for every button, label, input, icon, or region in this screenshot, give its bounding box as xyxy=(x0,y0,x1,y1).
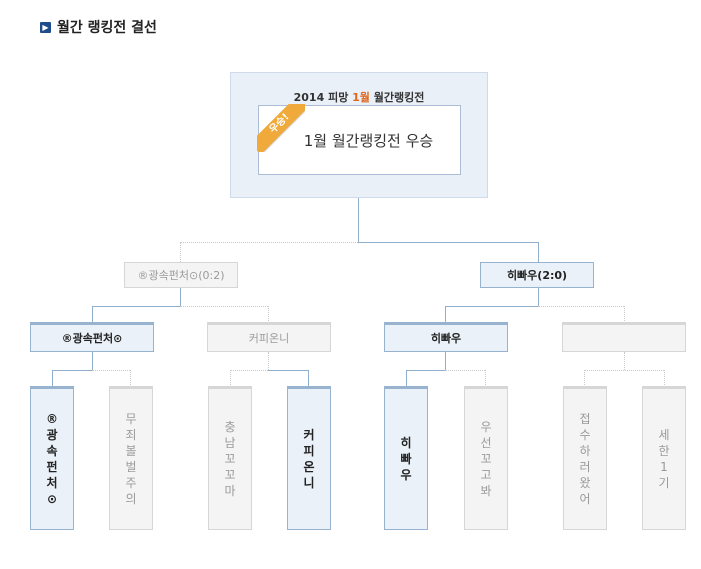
connector-line xyxy=(406,370,445,371)
section-title-text: 월간 랭킹전 결선 xyxy=(57,20,157,36)
connector-line xyxy=(230,370,231,387)
vertical-name-char: ® xyxy=(46,412,58,426)
vertical-name-char: 충 xyxy=(224,420,236,434)
connector-line xyxy=(406,370,407,387)
vertical-name-char: 꼬 xyxy=(224,452,236,466)
vertical-name-char: 접 xyxy=(579,412,591,426)
final-left-node[interactable]: ®광속펀처⊙(0:2) xyxy=(124,262,238,288)
section-title: ▶ 월간 랭킹전 결선 xyxy=(40,17,157,37)
vertical-name-char: 온 xyxy=(303,460,315,474)
connector-line xyxy=(52,370,92,371)
vertical-name-char: 왔 xyxy=(579,476,591,490)
connector-line xyxy=(130,370,131,387)
vertical-name-char: 한 xyxy=(658,444,670,458)
connector-line xyxy=(538,288,539,306)
champion-box: 우승! 1월 월간랭킹전 우승 xyxy=(257,104,461,175)
vertical-name-char: 1 xyxy=(660,460,668,474)
vertical-name-char: 우 xyxy=(400,468,412,482)
vertical-name-char: 처 xyxy=(46,476,58,490)
connector-line xyxy=(268,352,269,370)
vertical-name-char: 주 xyxy=(125,476,137,490)
vertical-name-char: 피 xyxy=(303,444,315,458)
semi-node-1[interactable]: ®광속펀처⊙ xyxy=(30,322,154,352)
vertical-name-char: 고 xyxy=(480,468,492,482)
connector-line xyxy=(52,370,53,387)
champion-panel: 2014 피망 1월 월간랭킹전 우승! 1월 월간랭킹전 우승 xyxy=(230,72,488,198)
vertical-name-char: 세 xyxy=(658,428,670,442)
semi-node-2[interactable]: 커피온니 xyxy=(207,322,331,352)
vertical-name-char: 봐 xyxy=(480,484,492,498)
arrow-bullet-icon: ▶ xyxy=(40,21,51,33)
connector-line xyxy=(624,306,625,323)
connector-line xyxy=(485,370,486,387)
vertical-name-char: 광 xyxy=(46,428,58,442)
connector-line xyxy=(445,352,446,370)
vertical-name-char: 의 xyxy=(125,492,137,506)
connector-line xyxy=(624,352,625,370)
champion-header-month: 1월 xyxy=(352,91,370,104)
connector-line xyxy=(268,370,308,371)
final-right-node[interactable]: 히빠우(2:0) xyxy=(480,262,594,288)
champion-header-prefix: 2014 피망 xyxy=(293,91,353,104)
connector-line xyxy=(92,306,180,307)
vertical-name-char: 속 xyxy=(46,444,58,458)
connector-line xyxy=(268,306,269,323)
semi-node-3[interactable]: 히빠우 xyxy=(384,322,508,352)
vertical-name-char: 볼 xyxy=(125,444,137,458)
connector-line xyxy=(230,370,268,371)
vertical-name-char: 우 xyxy=(480,420,492,434)
vertical-name-char: 니 xyxy=(303,476,315,490)
connector-line xyxy=(92,352,93,370)
connector-line xyxy=(308,370,309,387)
connector-line xyxy=(445,306,538,307)
vertical-name-char: 러 xyxy=(579,460,591,474)
connector-line xyxy=(584,370,664,371)
connector-line xyxy=(180,242,358,243)
vertical-name-char: ⊙ xyxy=(46,492,58,506)
champion-header: 2014 피망 1월 월간랭킹전 xyxy=(231,89,487,105)
connector-line xyxy=(538,306,624,307)
vertical-name-char: 선 xyxy=(480,436,492,450)
connector-line xyxy=(445,370,485,371)
vertical-name-char: 펀 xyxy=(46,460,58,474)
vertical-name-char: 무 xyxy=(125,412,137,426)
vertical-name-char: 커 xyxy=(303,428,315,442)
vertical-name-char: 꼬 xyxy=(224,468,236,482)
vertical-name-char: 수 xyxy=(579,428,591,442)
connector-line xyxy=(92,306,93,323)
connector-line xyxy=(180,288,181,306)
connector-line xyxy=(664,370,665,387)
champion-title: 1월 월간랭킹전 우승 xyxy=(303,131,434,150)
vertical-name-char: 마 xyxy=(224,484,236,498)
vertical-name-char: 기 xyxy=(658,476,670,490)
vertical-name-char: 벌 xyxy=(125,460,137,474)
semi-node-4[interactable] xyxy=(562,322,686,352)
connector-line xyxy=(358,198,359,243)
connector-line xyxy=(92,370,130,371)
connector-line xyxy=(445,306,446,323)
connector-line xyxy=(358,242,538,243)
connector-line xyxy=(584,370,585,387)
winner-ribbon: 우승! xyxy=(257,104,305,152)
connector-line xyxy=(538,242,539,262)
vertical-name-char: 빠 xyxy=(400,452,412,466)
winner-ribbon-label: 우승! xyxy=(257,104,305,152)
connector-line xyxy=(180,306,268,307)
vertical-name-char: 남 xyxy=(224,436,236,450)
vertical-name-char: 죄 xyxy=(125,428,137,442)
vertical-name-char: 하 xyxy=(579,444,591,458)
vertical-name-char: 어 xyxy=(579,492,591,506)
vertical-name-char: 히 xyxy=(400,436,412,450)
connector-line xyxy=(180,242,181,262)
vertical-name-char: 꼬 xyxy=(480,452,492,466)
champion-header-suffix: 월간랭킹전 xyxy=(369,91,425,104)
